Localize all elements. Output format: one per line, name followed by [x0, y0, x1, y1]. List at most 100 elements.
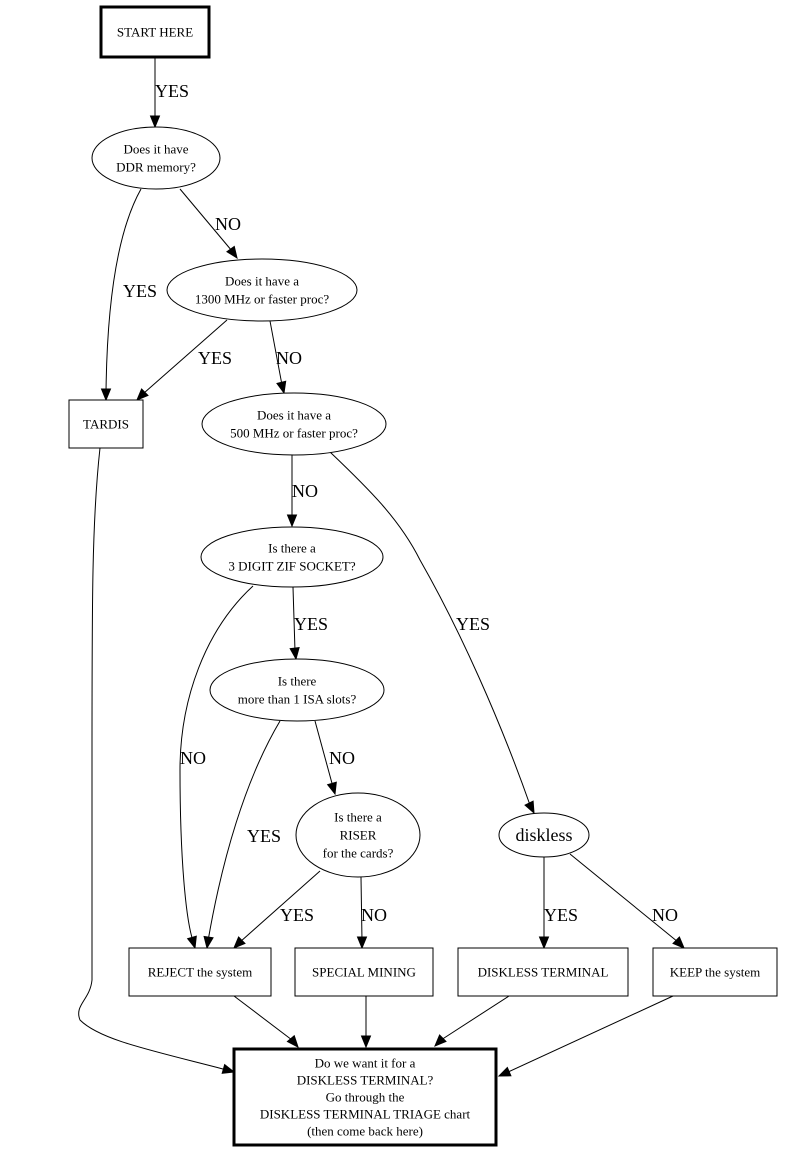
- edge-label: YES: [123, 281, 157, 301]
- node-start: START HERE: [99, 5, 211, 59]
- arrowhead-icon: [434, 1034, 447, 1047]
- arrowhead-icon: [226, 245, 238, 260]
- arrowhead-icon: [276, 380, 287, 395]
- edge-line: [239, 870, 321, 943]
- outcome-box: [68, 399, 144, 449]
- edge-zif-reject: NO: [179, 585, 254, 950]
- arrowhead-icon: [203, 935, 214, 950]
- node-proc1300: Does it have a 1300 MHz or faster proc?: [166, 258, 358, 322]
- edge-tardis-final: [78, 447, 236, 1074]
- node-label: for the cards?: [323, 846, 394, 861]
- node-mining: SPECIAL MINING: [294, 947, 434, 997]
- edge-line: [292, 586, 296, 652]
- node-label: 1300 MHz or faster proc?: [195, 292, 330, 307]
- arrowhead-icon: [524, 800, 535, 815]
- edge-proc1300-tardis: YES: [136, 319, 232, 401]
- node-label: REJECT the system: [148, 965, 252, 980]
- node-label: Does it have a: [225, 274, 299, 289]
- node-label: DISKLESS TERMINAL TRIAGE chart: [260, 1107, 471, 1122]
- arrowhead-icon: [233, 936, 246, 949]
- edge-proc500-zif: NO: [286, 455, 318, 528]
- edge-label: NO: [292, 481, 318, 501]
- terminal-box: [232, 1047, 498, 1147]
- edge-zif-isa: YES: [289, 586, 328, 661]
- node-label: TARDIS: [83, 417, 129, 432]
- edge-label: YES: [198, 348, 232, 368]
- arrowhead-icon: [221, 1063, 236, 1074]
- edge-label: NO: [276, 348, 302, 368]
- edge-isa-riser: NO: [314, 720, 355, 796]
- node-riser: Is there a RISER for the cards?: [295, 792, 421, 878]
- outcome-box: [128, 947, 272, 997]
- node-label: Is there a: [334, 810, 382, 825]
- edge-line: [207, 720, 281, 942]
- arrowhead-icon: [186, 935, 197, 950]
- node-proc500: Does it have a 500 MHz or faster proc?: [201, 392, 387, 456]
- decision-ellipse: [201, 392, 387, 456]
- edge-reject-final: [233, 995, 299, 1049]
- node-label: Do we want it for a: [315, 1056, 416, 1071]
- node-label: DDR memory?: [116, 160, 196, 175]
- node-zif: Is there a3 DIGIT ZIF SOCKET?: [200, 526, 384, 588]
- outcome-box: [652, 947, 778, 997]
- decision-ellipse: [209, 658, 385, 722]
- edge-start-ddr: YES: [149, 58, 189, 129]
- decision-ellipse: [295, 792, 421, 878]
- node-keep: KEEP the system: [652, 947, 778, 997]
- decision-ellipse: [166, 258, 358, 322]
- edge-mining-final: [360, 996, 372, 1049]
- edge-label: YES: [247, 826, 281, 846]
- edge-label: NO: [329, 748, 355, 768]
- edge-line: [329, 451, 531, 806]
- node-label: Is there a: [268, 541, 316, 556]
- edge-line: [233, 995, 293, 1041]
- node-diskless: diskless: [498, 812, 590, 858]
- outcome-box: [457, 947, 629, 997]
- node-tardis: TARDIS: [68, 399, 144, 449]
- node-label: Does it have a: [257, 408, 331, 423]
- arrowhead-icon: [497, 1066, 512, 1077]
- edge-riser-reject: YES: [233, 870, 321, 949]
- edge-line: [569, 853, 679, 943]
- edge-terminal-final: [434, 995, 510, 1047]
- edge-label: YES: [155, 81, 189, 101]
- node-label: SPECIAL MINING: [312, 965, 416, 980]
- node-label: (then come back here): [307, 1124, 423, 1139]
- decision-ellipse: [91, 126, 221, 190]
- arrowhead-icon: [289, 646, 300, 661]
- edge-line: [78, 447, 228, 1071]
- node-terminal: DISKLESS TERMINAL: [457, 947, 629, 997]
- node-reject: REJECT the system: [128, 947, 272, 997]
- node-label: RISER: [340, 828, 377, 843]
- arrowhead-icon: [149, 115, 161, 129]
- edge-line: [179, 585, 254, 942]
- node-label: KEEP the system: [670, 965, 761, 980]
- edge-diskless-terminal: YES: [538, 857, 578, 950]
- node-label: 500 MHz or faster proc?: [230, 426, 358, 441]
- node-label: DISKLESS TERMINAL?: [297, 1073, 434, 1088]
- arrowhead-icon: [286, 514, 298, 528]
- arrowhead-icon: [326, 781, 337, 796]
- edge-label: YES: [544, 905, 578, 925]
- arrowhead-icon: [286, 1034, 299, 1049]
- edge-line: [105, 188, 142, 394]
- arrowhead-icon: [136, 388, 149, 401]
- node-label: DISKLESS TERMINAL: [478, 965, 609, 980]
- edge-line: [179, 188, 233, 252]
- arrowhead-icon: [538, 936, 550, 950]
- node-label: diskless: [515, 825, 572, 845]
- edge-label: NO: [215, 214, 241, 234]
- decision-ellipse: [498, 812, 590, 858]
- edge-proc1300-proc500: NO: [269, 320, 302, 395]
- edge-label: NO: [180, 748, 206, 768]
- edge-line: [360, 876, 363, 942]
- edge-isa-reject: YES: [203, 720, 281, 950]
- edge-proc500-diskless: YES: [329, 451, 535, 815]
- edge-line: [440, 995, 510, 1041]
- edge-ddr-tardis: YES: [100, 188, 157, 402]
- edge-label: NO: [361, 905, 387, 925]
